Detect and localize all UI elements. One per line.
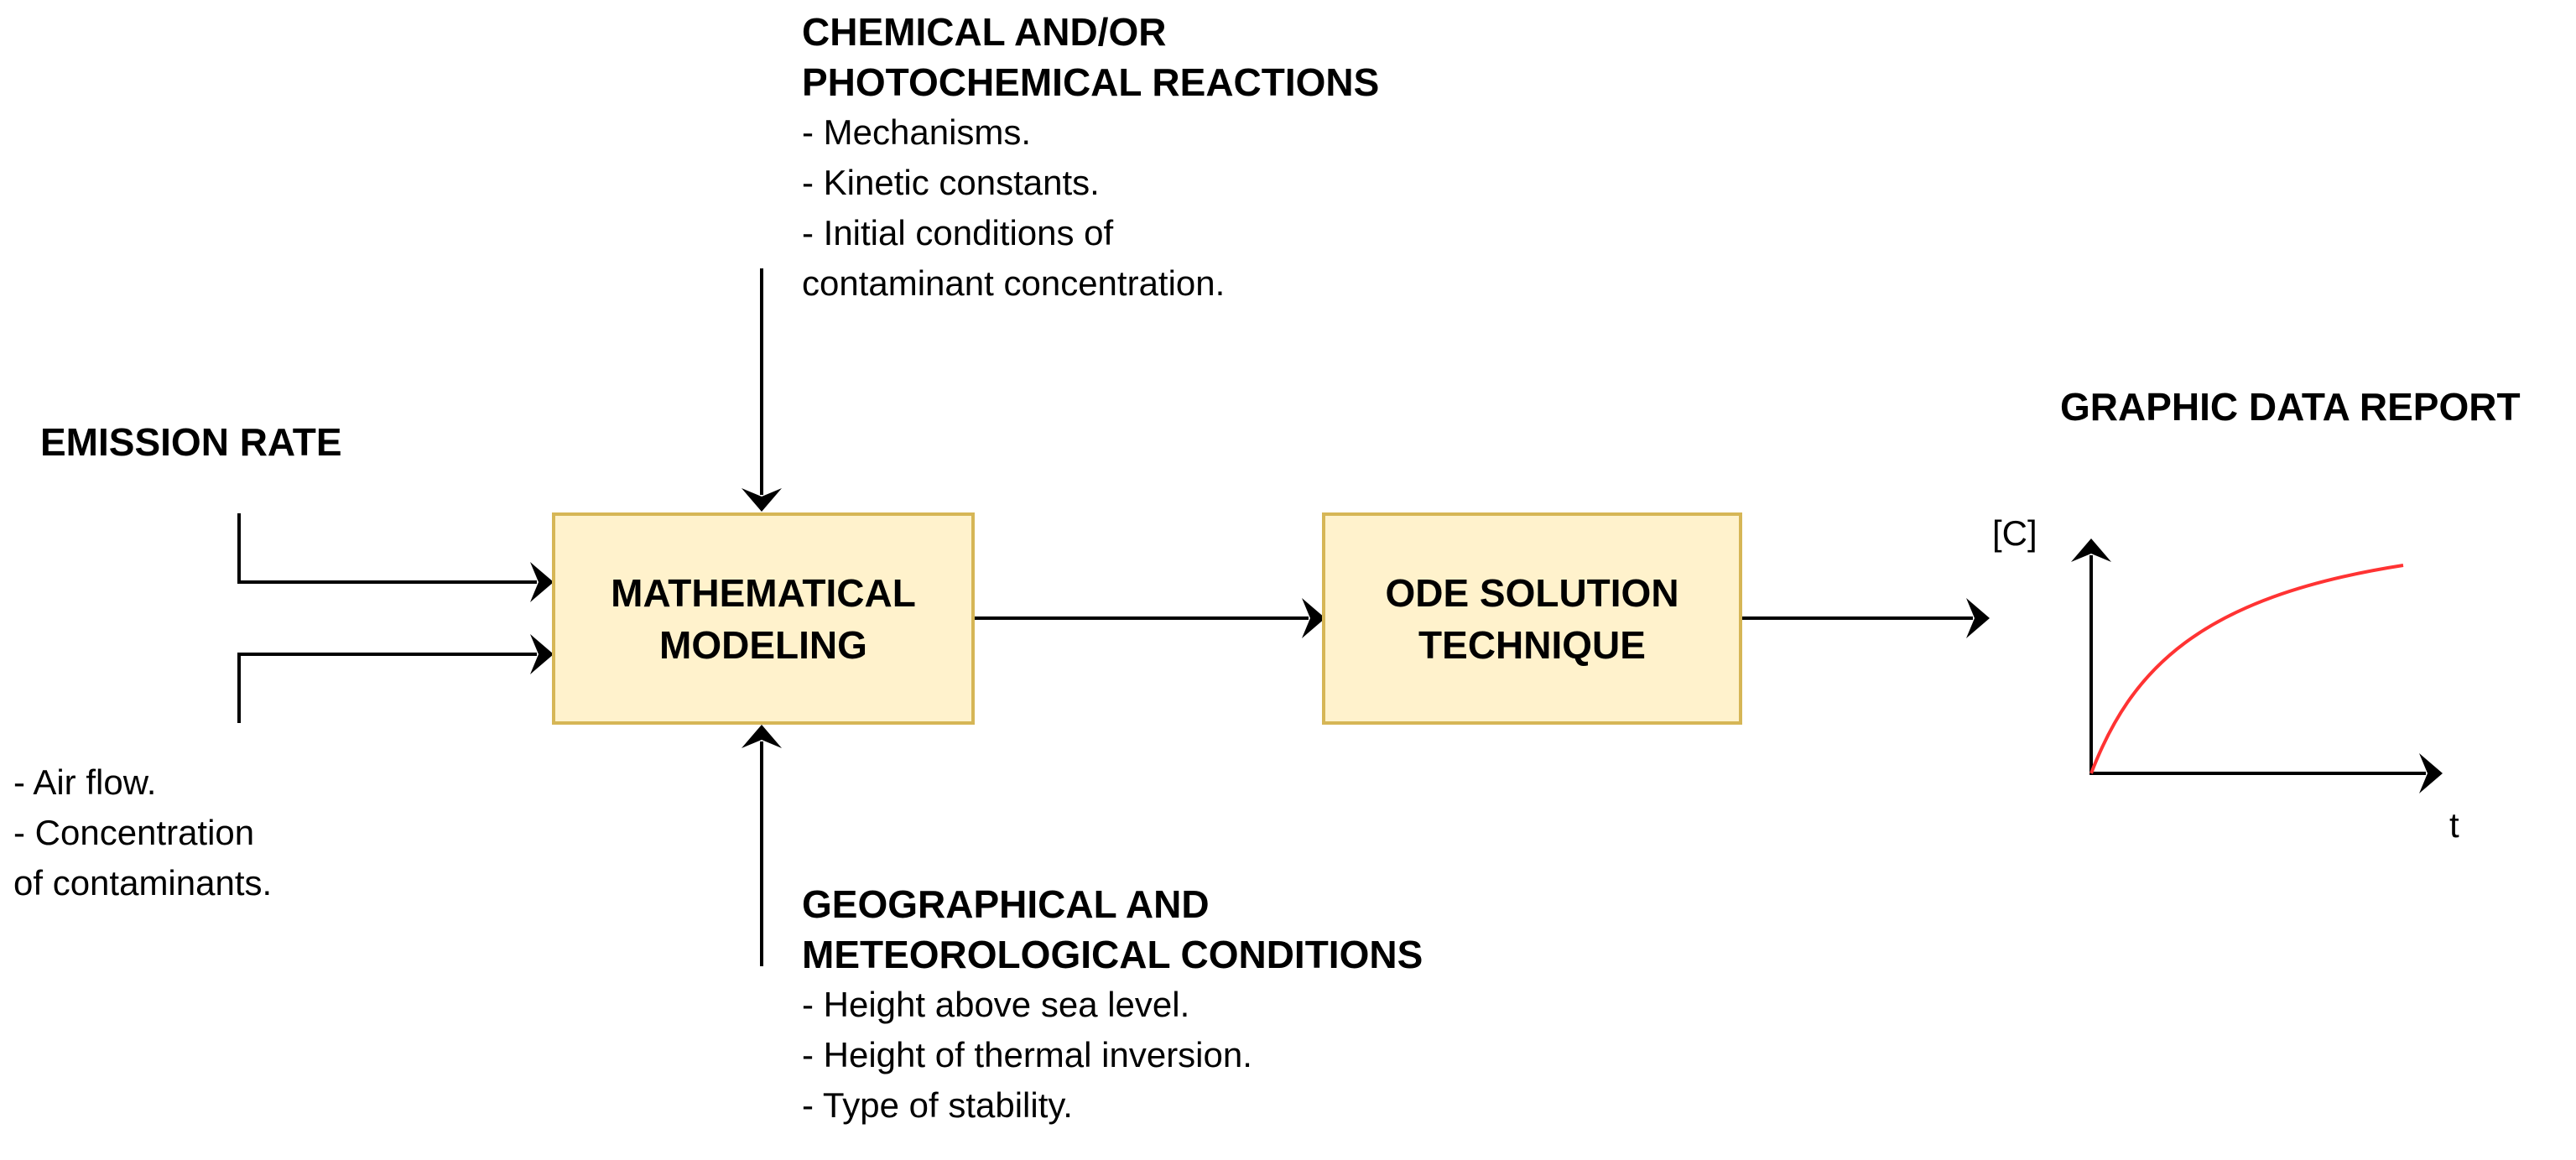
graphic-report-heading: GRAPHIC DATA REPORT	[2060, 385, 2521, 429]
graph-x-axis-label: t	[2449, 805, 2459, 845]
geographical-conditions-block: GEOGRAPHICAL AND METEOROLOGICAL CONDITIO…	[802, 879, 1423, 1131]
arrow-emission-lower	[237, 634, 554, 723]
graph-y-axis	[2071, 538, 2111, 775]
emission-rate-heading: EMISSION RATE	[40, 420, 342, 464]
chemical-reactions-block: CHEMICAL AND/OR PHOTOCHEMICAL REACTIONS …	[802, 7, 1379, 309]
arrow-ode-to-report	[1742, 598, 1990, 638]
chemical-item-kinetic-constants: - Kinetic constants.	[802, 163, 1100, 202]
emission-item-of-contaminants: of contaminants.	[13, 863, 273, 903]
geo-item-type-of-stability: - Type of stability.	[802, 1085, 1073, 1125]
chemical-item-mechanisms: - Mechanisms.	[802, 112, 1032, 152]
emission-item-concentration: - Concentration	[13, 813, 255, 852]
arrow-emission-upper	[237, 513, 554, 602]
emission-item-air-flow: - Air flow.	[13, 762, 157, 802]
arrow-modeling-to-ode	[975, 598, 1325, 638]
graph-y-axis-label: [C]	[1992, 513, 2037, 553]
graph-x-axis	[2089, 753, 2443, 793]
ode-solution-box: ODE SOLUTION TECHNIQUE	[1322, 512, 1742, 725]
chemical-heading-line1: CHEMICAL AND/OR	[802, 10, 1167, 54]
mathematical-modeling-box: MATHEMATICAL MODELING	[552, 512, 975, 725]
emission-items-block: - Air flow. - Concentration of contamina…	[13, 757, 272, 908]
arrow-geo-to-modeling	[742, 725, 782, 966]
geo-heading-line1: GEOGRAPHICAL AND	[802, 882, 1210, 926]
arrow-chemical-to-modeling	[742, 268, 782, 512]
chemical-heading-line2: PHOTOCHEMICAL REACTIONS	[802, 60, 1380, 104]
geo-item-height-sea-level: - Height above sea level.	[802, 985, 1190, 1024]
chemical-item-initial-conditions: - Initial conditions of	[802, 213, 1114, 252]
geo-item-thermal-inversion: - Height of thermal inversion.	[802, 1035, 1252, 1074]
chemical-item-contaminant-concentration: contaminant concentration.	[802, 263, 1226, 303]
geo-heading-line2: METEOROLOGICAL CONDITIONS	[802, 933, 1423, 976]
graph-curve	[2089, 564, 2404, 774]
